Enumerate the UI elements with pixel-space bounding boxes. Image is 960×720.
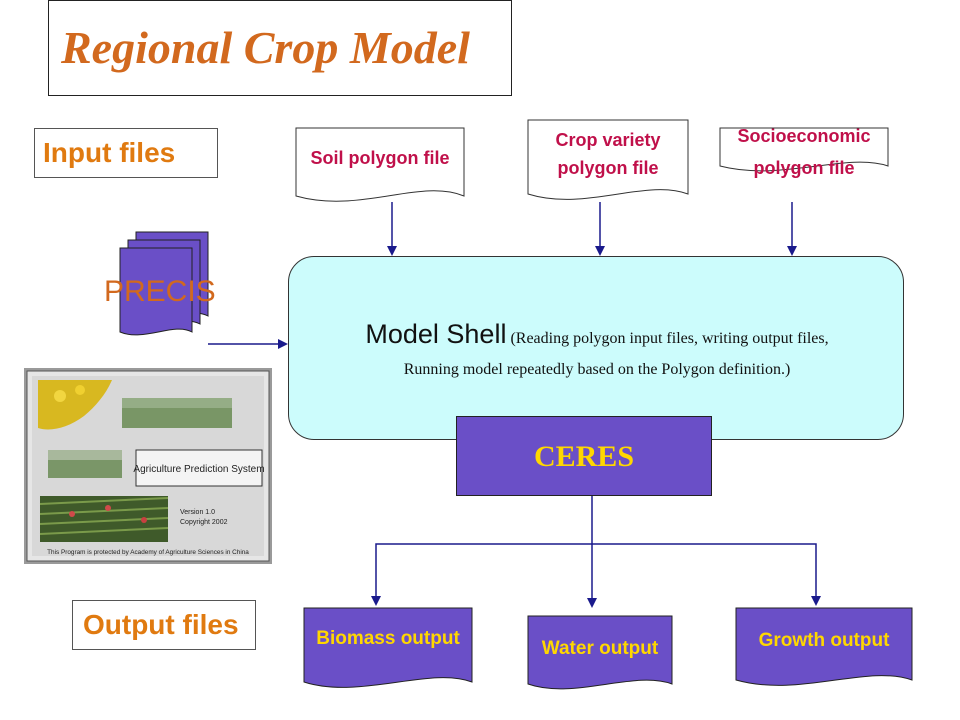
model-shell-title: Model Shell [365, 319, 507, 349]
biomass-connector [371, 543, 592, 606]
growth-output-label: Growth output [758, 630, 890, 651]
input-files-label: Input files [34, 128, 218, 178]
model-shell-detail: (Reading polygon input files, writing ou… [510, 330, 829, 347]
growth-connector [592, 543, 821, 606]
output-files-label: Output files [72, 600, 256, 650]
socio-file-doc [719, 127, 889, 172]
socio-file-line2: polygon file [753, 158, 855, 178]
precis-label: PRECIS [104, 275, 216, 308]
crop-file-label: Crop variety polygon file [528, 126, 688, 182]
crop-file-line2: polygon file [557, 158, 659, 178]
crop-file-line1: Crop variety [555, 130, 661, 150]
water-output-doc [527, 615, 673, 690]
ceres-box: CERES [456, 416, 712, 496]
biomass-output-doc [303, 607, 473, 688]
title-box: Regional Crop Model [48, 0, 512, 96]
crop-file-doc [527, 119, 689, 200]
page-title: Regional Crop Model [61, 22, 470, 73]
socio-file-label: Socioeconomic polygon file [712, 120, 896, 184]
growth-output-doc [735, 607, 913, 686]
precis-doc-front [119, 247, 193, 336]
model-shell-line2: Running model repeatedly based on the Po… [403, 361, 791, 378]
version-text: Version 1.0 [180, 509, 215, 516]
model-shell-line1: Model Shell (Reading polygon input files… [289, 319, 905, 350]
notice-text: This Program is protected by Academy of … [47, 549, 249, 556]
biomass-output-label: Biomass output [316, 628, 460, 649]
agriculture-prediction-system-image: Agriculture Prediction System Version 1.… [24, 368, 272, 564]
soil-file-doc [295, 127, 465, 202]
water-output-label: Water output [541, 638, 659, 659]
system-name-text: Agriculture Prediction System [133, 464, 264, 475]
socio-file-line1: Socioeconomic [737, 126, 871, 146]
copyright-text: Copyright 2002 [180, 519, 228, 526]
model-shell-box: Model Shell (Reading polygon input files… [288, 256, 904, 440]
soil-file-label: Soil polygon file [310, 148, 450, 168]
